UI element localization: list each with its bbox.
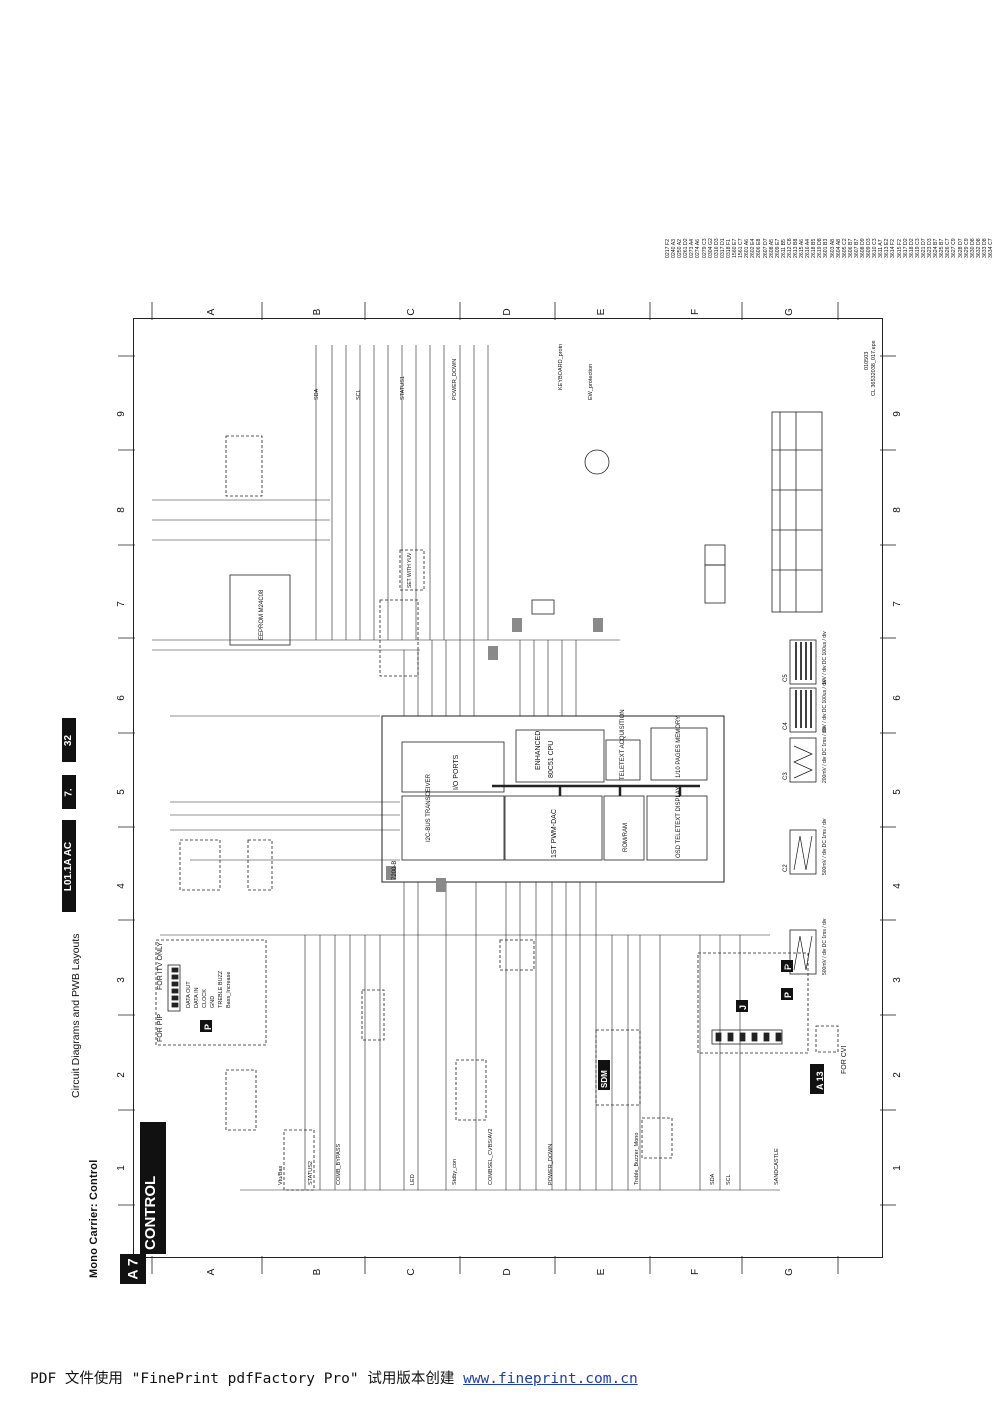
col-number: 2 — [116, 1072, 127, 1078]
col-number: 1 — [892, 1165, 903, 1171]
col-number: 4 — [116, 883, 127, 889]
pin-label: TREBLE BUZZ — [218, 970, 224, 1008]
pwm-label: 1ST PWM-DAC — [551, 809, 558, 858]
panel-title: CONTROL — [142, 1176, 159, 1250]
page-tab: 32 — [62, 718, 76, 762]
j-label: J — [738, 1005, 748, 1010]
col-number: 9 — [892, 411, 903, 417]
row-letter: F — [690, 1269, 701, 1275]
col-number: 4 — [892, 883, 903, 889]
row-letter: A — [206, 1268, 217, 1275]
row-letter: C — [406, 1268, 417, 1275]
row-letter: B — [312, 1268, 323, 1275]
col-number: 6 — [116, 695, 127, 701]
set-with-yuv-label: SET WITH YUV — [407, 552, 413, 588]
enhanced-label: ENHANCED — [535, 731, 542, 770]
col-number: 2 — [892, 1072, 903, 1078]
signal-label: SCL — [356, 389, 362, 400]
pdf-footer: PDF 文件使用 "FinePrint pdfFactory Pro" 试用版本… — [30, 1367, 638, 1388]
signal-label: STATUS1 — [400, 376, 406, 400]
col-number: 8 — [116, 507, 127, 513]
p-label-2: P — [783, 964, 793, 970]
pin-label: DATA IN — [194, 987, 200, 1008]
col-number: 8 — [892, 507, 903, 513]
col-number: 5 — [892, 789, 903, 795]
signal-label: POWER_DOWN — [452, 359, 458, 400]
row-letter: E — [596, 1268, 607, 1275]
panel-id-tab: A 7 — [120, 1254, 146, 1284]
schematic-frame — [133, 318, 883, 1258]
scope-label: C3 — [783, 772, 789, 780]
drawing-date: 010503 — [864, 352, 870, 370]
signal-label: SANDCASTLE — [774, 1148, 780, 1185]
signal-label: SCL — [726, 1174, 732, 1185]
footer-link[interactable]: www.fineprint.com.cn — [463, 1371, 638, 1387]
row-letter: D — [502, 308, 513, 315]
teletext-acq-label: TELETEXT ACQUISITION — [620, 709, 626, 780]
a13-label: A 13 — [815, 1071, 825, 1090]
eeprom-label: EEPROM M24C08 — [259, 589, 265, 640]
col-number: 9 — [116, 411, 127, 417]
pin-label: GND — [210, 996, 216, 1008]
signal-label: SDA — [710, 1173, 716, 1185]
row-letter: B — [312, 308, 323, 315]
signal-label: SDA — [314, 388, 320, 400]
row-letter: F — [690, 309, 701, 315]
row-letter: C — [406, 308, 417, 315]
scope-label: C4 — [783, 722, 789, 730]
signal-label: Vtu/Bas — [278, 1165, 284, 1185]
uc-ref-label: 7200-B — [392, 861, 398, 880]
col-number: 7 — [116, 601, 127, 607]
footer-text: PDF 文件使用 "FinePrint pdfFactory Pro" 试用版本… — [30, 1371, 455, 1387]
signal-label: POWER_DOWN — [548, 1144, 554, 1185]
col-number: 6 — [892, 695, 903, 701]
scope-scale: 10V / div DC 100us / div — [822, 679, 828, 733]
i2c-label: I2C-BUS TRANSCEIVER — [426, 773, 432, 842]
row-letter: D — [502, 1268, 513, 1275]
osd-label: OSD TELETEXT DISPLAY — [676, 787, 682, 858]
scope-label: C1 — [783, 964, 789, 972]
grid-ticks — [118, 302, 896, 1274]
for-pip-label: FOR PIP — [157, 1014, 164, 1042]
signal-label: Treble_Buzzer_Mono — [634, 1133, 640, 1185]
scope-scale: 500mV / div DC 1ms / div — [822, 818, 828, 875]
col-number: 5 — [116, 789, 127, 795]
pages-memory-label: 1/10 PAGES MEMORY — [676, 716, 682, 778]
scope-scale: 500mV / div DC 1ms / div — [822, 918, 828, 975]
scope-label: C5 — [783, 674, 789, 682]
cpu-label: 80C51 CPU — [548, 741, 555, 778]
pin-label: Bass_Increase — [226, 972, 232, 1008]
signal-label: COMB_BYPASS — [336, 1144, 342, 1185]
scope-scale: 200mV / div DC 1ms / div — [822, 726, 828, 783]
romram-label: ROM/RAM — [623, 823, 629, 852]
for-itv-label: FOR ITV ONLY — [157, 942, 164, 990]
scope-label: C2 — [783, 864, 789, 872]
model-tab: L01.1A AC — [62, 820, 76, 912]
chapter-tab: 7. — [62, 775, 76, 809]
signal-label: COMBSEL_CVBS/AV2 — [488, 1129, 494, 1185]
io-ports-label: I/O PORTS — [453, 754, 460, 790]
pin-label: DATA OUT — [186, 981, 192, 1008]
row-letter: E — [596, 308, 607, 315]
p-label-1: P — [203, 1024, 213, 1030]
scope-scale: 10V / div DC 100us / div — [822, 631, 828, 685]
pin-label: CLOCK — [202, 989, 208, 1008]
col-number: 1 — [116, 1165, 127, 1171]
sdm-label: SDM — [600, 1070, 609, 1088]
col-number: 7 — [892, 601, 903, 607]
row-letter: G — [784, 308, 795, 316]
row-letter: G — [784, 1268, 795, 1276]
signal-label: EW_protection — [588, 364, 594, 400]
signal-label: KEYBOARD_protn — [558, 344, 564, 390]
col-number: 3 — [892, 977, 903, 983]
row-letter: A — [206, 308, 217, 315]
for-cvi-label: FOR CVI — [841, 1046, 848, 1074]
signal-label: LED — [410, 1174, 416, 1185]
signal-label: Stdby_con — [452, 1159, 458, 1185]
signal-label: STATUS2 — [308, 1161, 314, 1185]
p-label-3: P — [783, 992, 793, 998]
col-number: 3 — [116, 977, 127, 983]
drawing-ref: CL 36532038_017.eps — [871, 340, 877, 396]
